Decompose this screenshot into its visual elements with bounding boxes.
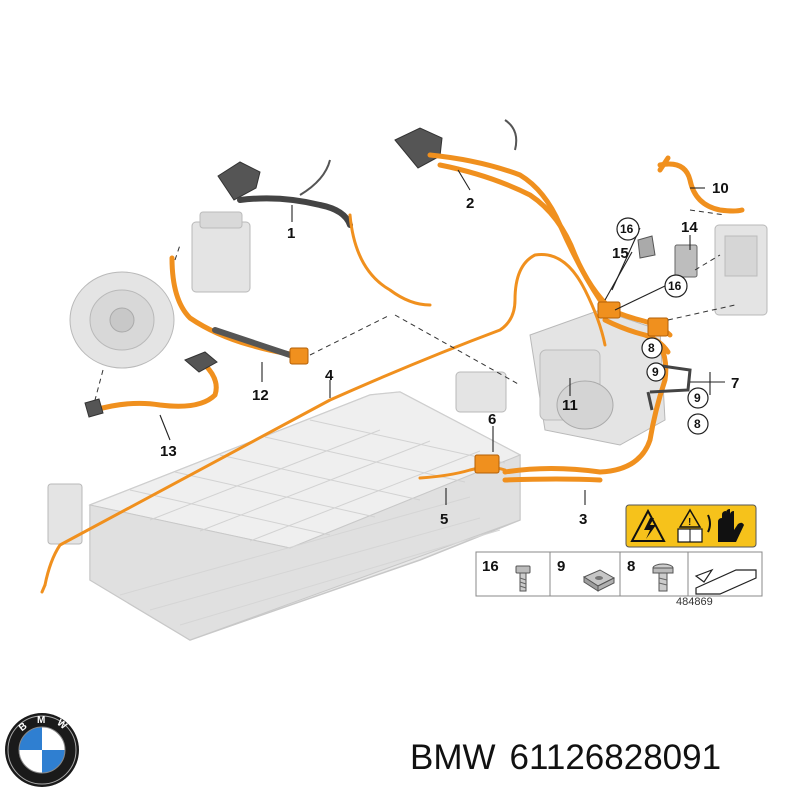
high-voltage-battery-pack: [88, 391, 522, 641]
callout-7: 7: [731, 375, 739, 392]
high-voltage-warning-icon: [630, 508, 666, 542]
callout-16-circle-b: 16: [664, 274, 688, 298]
callout-16-circle-a: 16: [616, 217, 640, 241]
bracket-15: [637, 235, 656, 259]
callout-3: 3: [579, 511, 587, 528]
bolt-icon: [515, 565, 531, 592]
callout-9-circle-a: 9: [687, 387, 709, 409]
reference-number: 484869: [676, 596, 713, 608]
callout-10: 10: [712, 180, 729, 197]
rear-electric-motor: [69, 211, 251, 369]
brand-name: BMW: [410, 738, 496, 777]
bracket-7: [646, 363, 692, 411]
part-number: 61126828091: [509, 738, 722, 777]
cable-harness-2: [394, 119, 615, 313]
callout-9-circle-b: 9: [646, 362, 666, 382]
front-electric-machine: [47, 224, 768, 545]
callout-11: 11: [562, 397, 578, 414]
bracket-14: [674, 244, 698, 278]
legend-number-8: 8: [627, 558, 635, 575]
high-voltage-connector-group: [597, 301, 673, 355]
do-not-touch-icon: [707, 509, 744, 542]
arrow-icon: [694, 568, 757, 595]
callout-8-circle-a: 8: [641, 337, 663, 359]
callout-5: 5: [440, 511, 448, 528]
callout-1: 1: [287, 225, 295, 242]
cable-harness-3: [502, 342, 669, 483]
callout-4: 4: [325, 367, 334, 384]
callout-9b: 9: [652, 365, 659, 379]
cable-harness-10: [657, 155, 745, 214]
cable-harness-5: [418, 454, 507, 480]
svg-text:M: M: [37, 715, 45, 726]
callout-14: 14: [681, 219, 698, 236]
callout-8b: 8: [694, 417, 701, 431]
fastener-legend: 16 9 8: [475, 551, 763, 597]
svg-text:!: !: [688, 517, 691, 528]
warning-label: !: [625, 504, 757, 548]
square-nut-icon: [582, 569, 616, 592]
bmw-logo: B M W: [5, 713, 79, 787]
callout-15: 15: [612, 245, 629, 262]
callout-leaders: [159, 169, 725, 505]
cable-harness-12: [169, 255, 309, 365]
legend-number-16: 16: [482, 558, 499, 575]
cable-harness-1: [217, 159, 432, 307]
cable-harness-13: [84, 351, 219, 418]
screw-icon: [652, 563, 674, 592]
callout-16a: 16: [620, 222, 634, 236]
callout-13: 13: [160, 443, 177, 460]
installation-guide-lines: [94, 209, 736, 401]
read-manual-icon: !: [677, 508, 703, 543]
legend-number-9: 9: [557, 558, 565, 575]
product-caption: BMW 61126828091: [410, 738, 721, 778]
callout-6: 6: [488, 411, 496, 428]
callout-numbers: 1 2 3 4 5 6 7 8 8 9 9 10 11 12 13 14 15 …: [160, 180, 739, 528]
callout-2: 2: [466, 195, 474, 212]
callout-8a: 8: [648, 341, 655, 355]
callout-9a: 9: [694, 391, 701, 405]
callout-16b: 16: [668, 279, 682, 293]
callout-8-circle-b: 8: [687, 413, 709, 435]
callout-12: 12: [252, 387, 269, 404]
cable-harness-4: [40, 252, 607, 594]
